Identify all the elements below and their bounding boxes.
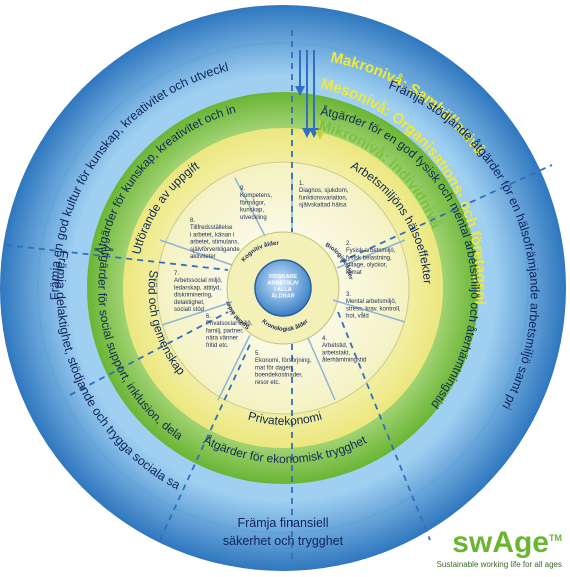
s8-line-4: självförverkligande [190, 247, 240, 253]
segment-4-text: 4.Arbetstid,arbetstakt,återhämtningstid [322, 336, 366, 364]
s3-line-3: hot, våld [346, 313, 369, 320]
swage-logo: swAgeTM Sustainable working life for all… [436, 526, 562, 570]
s5-line-0: 5. [255, 351, 260, 357]
s7-line-0: 7. [174, 271, 179, 277]
s4-line-3: återhämtningstid [322, 357, 366, 364]
s1-line-0: 1. [299, 181, 304, 187]
s4-line-1: Arbetstid, [322, 343, 348, 349]
s2-line-4: klimat [346, 270, 362, 276]
s6-line-2: familj, partner, [206, 328, 244, 334]
s4-line-0: 4. [322, 336, 327, 342]
segment-texts: 1.Diagnos, sjukdom,funktionsvariation, sj… [174, 181, 401, 386]
segment-9-text: 9.Kompetens,förmågor, kunskap,utveckling [240, 186, 272, 221]
yellow-bottom-text: Privatekonomi [247, 409, 324, 428]
s6-line-4: fritid etc. [206, 343, 229, 349]
s5-line-4: resor etc. [255, 380, 280, 386]
s3-line-1: Mental arbetsmiljö, [346, 299, 397, 305]
s5-line-3: boendekostnader, [255, 373, 303, 379]
dashed-quadrant-lines [5, 30, 553, 560]
s7-line-5: socialt stöd [174, 307, 204, 313]
center-line-3: ÅLDRAR [271, 293, 294, 300]
segment-3-text: 3.Mental arbetsmiljö,stress, krav, kontr… [346, 292, 401, 320]
s6-line-0: 6. [206, 314, 211, 320]
s8-line-1: Tillfredsställelse [190, 225, 233, 231]
s3-line-0: 3. [346, 292, 351, 298]
s9-line-0: 9. [240, 186, 245, 192]
segment-dividers [159, 172, 406, 401]
logo-tagline: Sustainable working life for all ages [436, 560, 562, 569]
s2-line-3: slitage, olyckor, [346, 263, 387, 269]
center-line-0: FRISKARE [269, 274, 297, 280]
s7-line-1: Arbetssocial miljö, [174, 278, 223, 284]
segment-2-text: 2.Fysisk arbetsmiljö,fysisk belastning, s… [346, 241, 396, 276]
center-line-1: ARBETSLIV [267, 281, 299, 287]
segment-6-text: 6.Privatsocial miljö,familj, partner, när… [206, 314, 253, 349]
s9-line-2: förmågor, [240, 199, 266, 206]
s6-line-3: nära vänner [206, 336, 238, 342]
s7-line-3: diskriminering, [174, 293, 213, 299]
s9-line-1: Kompetens, [240, 193, 272, 199]
outer-bottom-text-2: säkerhet och trygghet [223, 534, 344, 548]
s9-line-4: utveckling [240, 215, 267, 221]
logo-name: swAge [452, 526, 549, 559]
segment-7-text: 7.Arbetssocial miljö,ledarskap, attityd,… [174, 271, 223, 313]
s7-line-4: delaktighet, [174, 300, 205, 306]
s1-line-1: Diagnos, sjukdom, [299, 188, 349, 194]
logo-tm: TM [549, 533, 562, 543]
center-line-2: I ALLA [274, 287, 292, 293]
s9-line-3: kunskap, [240, 208, 264, 214]
s8-line-0: 8. [190, 218, 195, 224]
s5-line-2: mat för dagen, [255, 365, 294, 371]
s2-line-2: fysisk belastning, [346, 255, 392, 261]
segment-5-text: 5.Ekonomi, försörjning,mat för dagen, boe… [255, 351, 312, 386]
s4-line-2: arbetstakt, [322, 350, 350, 356]
s2-line-1: Fysisk arbetsmiljö, [346, 248, 396, 254]
s2-line-0: 2. [346, 241, 351, 247]
s1-line-2: funktionsvariation, [299, 195, 348, 201]
s8-line-3: arbetet, stimulans, [190, 240, 239, 246]
s8-line-5: aktiviteter [190, 254, 216, 260]
outer-bottom-text-1: Främja finansiell [237, 516, 328, 530]
s8-line-2: i arbetet, känan i [190, 232, 234, 238]
s7-line-2: ledarskap, attityd, [174, 285, 221, 291]
s1-line-3: självskattad hälsa [299, 203, 347, 209]
segment-1-text: 1.Diagnos, sjukdom,funktionsvariation, sj… [299, 181, 349, 209]
s5-line-1: Ekonomi, försörjning, [255, 358, 312, 364]
level-arrows [295, 50, 325, 140]
s6-line-1: Privatsocial miljö, [206, 321, 253, 327]
s3-line-2: stress, krav, kontroll, [346, 306, 401, 312]
center-core [254, 259, 312, 317]
